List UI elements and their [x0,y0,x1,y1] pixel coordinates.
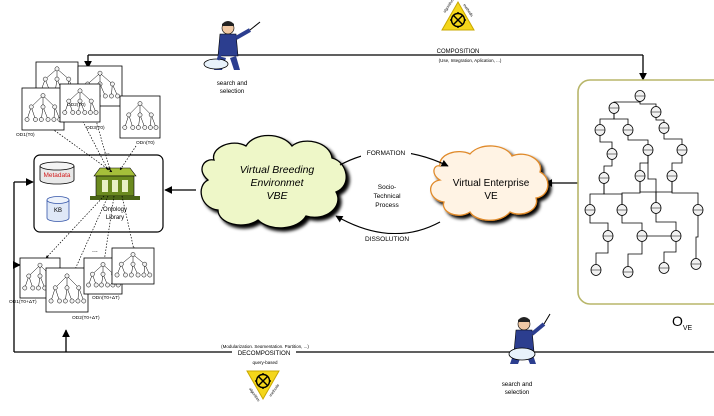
decomposition-badge: algorithm methods [246,370,281,402]
ove-node [658,262,670,274]
ove-edge [663,236,677,268]
ove-node [584,204,596,216]
ove-node [634,90,646,102]
ove-edge [621,210,643,236]
ove-node [616,204,628,216]
ove-node [642,144,654,156]
od-label-top-4: ODn(T0) [136,140,155,146]
decomposition-label: DECOMPOSITION [238,350,291,357]
ove-edge [589,210,609,236]
ove-node [692,204,704,216]
search-top-line2: selection [220,88,245,95]
ontology-frame-bottom-2 [45,267,89,313]
vbe-line3: VBE [266,190,288,202]
search-person-bottom [508,313,551,364]
ove-edge [621,176,641,210]
ove-node [658,122,670,134]
decomposition-flow [12,178,714,353]
ellipsis-bottom: ... [92,247,98,254]
ove-edge [627,236,643,272]
search-top-line1: search and [217,80,248,87]
ove-edge [603,154,613,178]
ove-graph [584,90,704,278]
process-line1: Socio- [378,184,396,191]
ove-edge [655,208,677,236]
composition-flow [84,54,647,81]
ontology-links [39,107,137,295]
ove-node [636,230,648,242]
vbe-line2: Environmet [250,177,304,189]
ove-edge [655,176,673,208]
od-label-top-1: OD1(T0) [16,132,35,138]
library-icon [90,167,140,200]
vbe-line1: Virtual Breeding [240,164,315,176]
kb-label: KB [54,208,62,214]
composition-sub: (Use, Integration, Aplication, ...) [439,58,502,63]
ontology-frame-top-4 [119,95,161,139]
ove-node [670,230,682,242]
process-line2: Technical [373,193,401,200]
ve-cloud [430,145,549,221]
ove-node [650,106,662,118]
ove-box [577,79,714,305]
ove-node [666,170,678,182]
ove-edge [695,210,699,264]
od-label-bottom-1: OD1(T0+ΔT) [9,299,37,305]
ove-node [676,144,688,156]
od-label-bottom-2: OD2(T0+ΔT) [72,315,100,321]
ontology-library-box: Metadata KB Ontology Library [33,154,164,233]
composition-badge-b: methods [462,3,474,17]
ove-node [634,170,646,182]
composition-badge: algorithm methods [441,0,475,31]
decomposition-badge-label: query-based [252,360,278,365]
ve-line1: Virtual Enterprise [453,178,530,189]
od-label-top-3: OD3(T0) [86,125,105,131]
search-person-top [203,21,261,70]
metadata-label: Metadata [43,172,70,179]
kb-cylinder: KB [46,196,70,222]
ove-node [606,148,618,160]
ove-node [590,264,602,276]
ellipsis-top: ... [104,149,110,156]
search-bottom-line2: selection [505,389,530,396]
formation-label: FORMATION [367,150,406,157]
metadata-cylinder: Metadata [39,161,75,185]
ove-node [690,258,702,270]
ontologies-top-group [21,61,161,139]
search-bottom-line1: search and [502,381,533,388]
ove-edge [599,130,613,154]
od-label-bottom-3: ODn(T0+ΔT) [92,295,120,301]
ove-node [608,102,620,114]
ontology-frame-top-1 [21,87,65,131]
ove-node [622,266,634,278]
ove-label: OVE [672,313,693,332]
vbe-cloud [200,134,347,229]
od-label-top-2: OD2(T0) [67,102,86,108]
ove-edge [671,150,683,176]
composition-label: COMPOSITION [437,49,480,55]
ve-line2: VE [484,191,498,202]
decomposition-badge-b: methods [269,383,281,397]
library-line1: Ontology [103,207,127,213]
ove-node [622,124,634,136]
process-line3: Process [375,202,399,209]
ove-node [598,172,610,184]
ove-node [602,230,614,242]
dissolution-arrow [335,215,441,235]
dissolution-label: DISSOLUTION [365,236,409,243]
ove-edge [595,236,609,270]
decomposition-sub: (Modularization, Segmentation, Partition… [221,344,309,349]
ontologies-bottom-group [19,247,155,313]
library-line2: Library [106,215,124,221]
ontology-frame-top-2b [59,83,101,123]
ove-node [594,124,606,136]
ove-node [650,202,662,214]
ontology-frame-bottom-4 [111,247,155,285]
